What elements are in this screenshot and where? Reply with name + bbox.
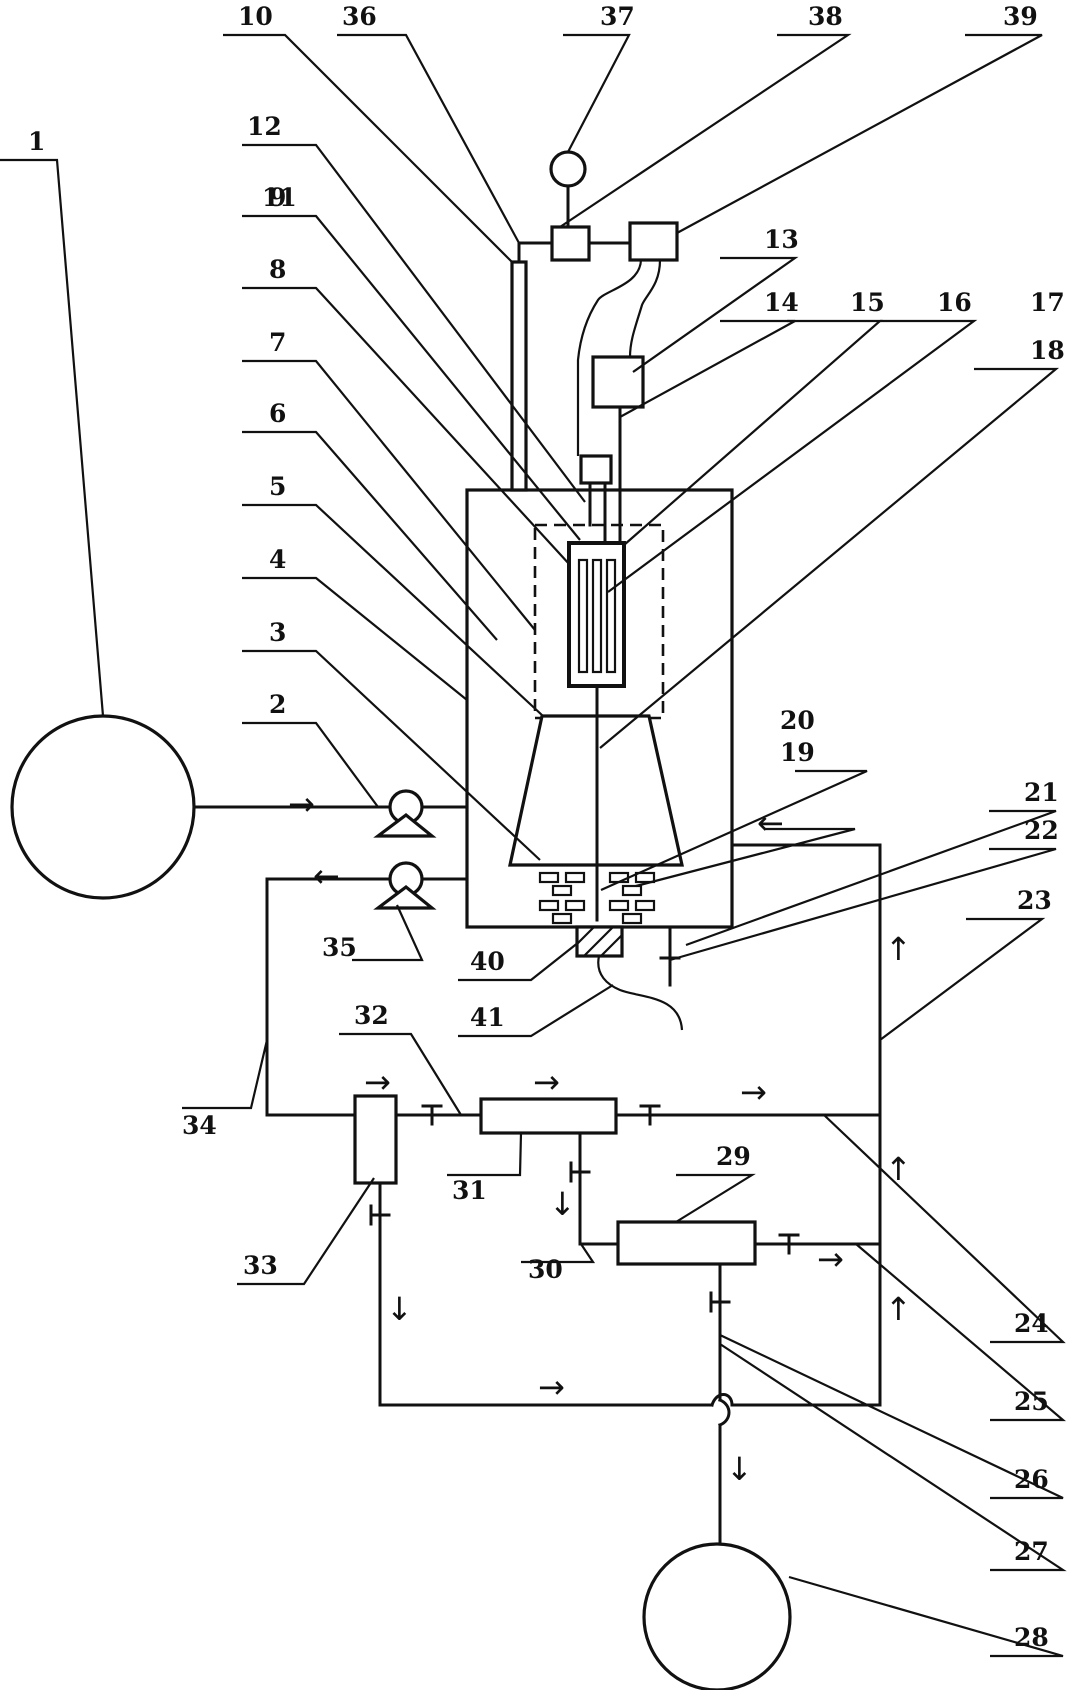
label-3: 3 <box>269 618 286 647</box>
label-9: 9 <box>269 183 286 212</box>
box-39 <box>628 221 679 262</box>
label-8: 8 <box>269 255 286 284</box>
label-35: 35 <box>322 933 357 962</box>
label-37: 37 <box>600 2 635 31</box>
label-40: 40 <box>470 947 505 976</box>
gauge-circle <box>549 150 587 188</box>
label-21: 21 <box>1024 778 1059 807</box>
label-31: 31 <box>452 1176 487 1205</box>
arrow-33-in: → <box>364 1063 391 1101</box>
arrow-down-30: ↓ <box>549 1185 576 1223</box>
label-1: 1 <box>28 127 45 156</box>
label-29: 29 <box>716 1142 751 1171</box>
label-5: 5 <box>269 472 286 501</box>
arrow-up-2: ↑ <box>885 1150 912 1188</box>
label-24: 24 <box>1014 1309 1049 1338</box>
arrow-up-1: ↑ <box>885 930 912 968</box>
arrow-return: ← <box>313 857 340 895</box>
label-34: 34 <box>182 1111 217 1140</box>
arrow-down-28: ↓ <box>726 1450 753 1488</box>
return-pump <box>373 861 437 910</box>
box-38 <box>550 225 591 262</box>
electrode-plate-2 <box>591 558 603 674</box>
label-12: 12 <box>247 112 282 141</box>
electrode-plate-3 <box>605 558 617 674</box>
label-13: 13 <box>764 225 799 254</box>
label-41: 41 <box>470 1003 505 1032</box>
arrow-bottom-loop: → <box>538 1368 565 1406</box>
label-20: 20 <box>780 706 815 735</box>
label-30: 30 <box>528 1255 563 1284</box>
label-28: 28 <box>1014 1623 1049 1652</box>
label-18: 18 <box>1030 336 1065 365</box>
unit-31 <box>479 1097 618 1135</box>
motor-block <box>575 925 624 958</box>
label-6: 6 <box>269 399 286 428</box>
motor-cable <box>597 955 684 1031</box>
label-33: 33 <box>243 1251 278 1280</box>
label-36: 36 <box>342 2 377 31</box>
label-38: 38 <box>808 2 843 31</box>
piping <box>192 184 882 1546</box>
label-16: 16 <box>937 288 972 317</box>
label-2: 2 <box>269 690 286 719</box>
label-27: 27 <box>1014 1537 1049 1566</box>
box-13 <box>591 355 645 409</box>
product-tank <box>642 1542 792 1690</box>
vent-pipe <box>510 260 528 492</box>
arrow-29-out: → <box>817 1240 844 1278</box>
label-4: 4 <box>269 545 286 574</box>
label-25: 25 <box>1014 1387 1049 1416</box>
leader-lines <box>0 33 1067 1658</box>
arrow-up-3: ↑ <box>885 1290 912 1328</box>
label-22: 22 <box>1024 816 1059 845</box>
unit-33 <box>353 1094 398 1185</box>
unit-29 <box>616 1220 757 1266</box>
label-15: 15 <box>850 288 885 317</box>
arrow-down-33: ↓ <box>386 1290 413 1328</box>
label-26: 26 <box>1014 1465 1049 1494</box>
arrow-feed: → <box>288 785 315 823</box>
electrode-plate-1 <box>577 558 589 674</box>
label-39: 39 <box>1003 2 1038 31</box>
label-17: 17 <box>1030 288 1065 317</box>
label-7: 7 <box>269 328 286 357</box>
arrow-31-out: → <box>740 1073 767 1111</box>
arrow-31-in: → <box>533 1063 560 1101</box>
label-32: 32 <box>354 1001 389 1030</box>
part-labels: 1 2 3 4 5 6 7 8 9 10 11 12 13 14 15 16 1… <box>28 2 1065 1652</box>
label-10: 10 <box>238 2 273 31</box>
flow-arrows: → ← ← → → → → → ↑ ↑ ↑ ↓ ↓ ↓ <box>288 785 912 1488</box>
label-14: 14 <box>764 288 799 317</box>
label-19: 19 <box>780 738 815 767</box>
label-11: 11 <box>262 183 297 212</box>
feed-pump <box>373 789 437 838</box>
feed-tank <box>10 714 196 900</box>
valves <box>369 1104 800 1313</box>
label-23: 23 <box>1017 886 1052 915</box>
stirrer-blades <box>538 871 656 925</box>
box-11 <box>579 454 613 485</box>
